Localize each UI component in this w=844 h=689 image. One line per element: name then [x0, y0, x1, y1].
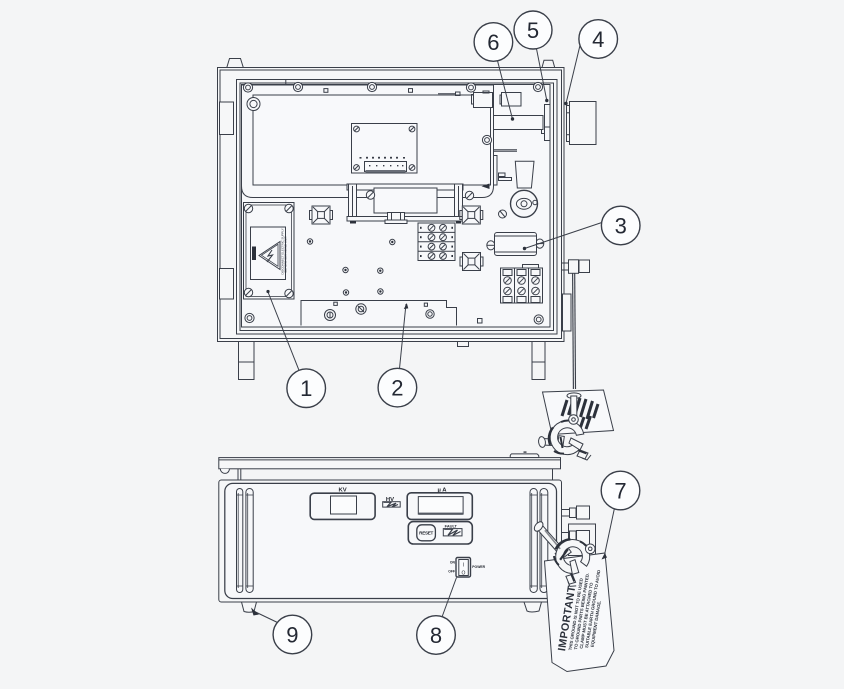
svg-text:FAULT: FAULT — [445, 524, 458, 529]
svg-text:4: 4 — [592, 27, 604, 52]
svg-text:1: 1 — [300, 376, 312, 401]
svg-text:OFF: OFF — [448, 570, 455, 574]
svg-text:6: 6 — [487, 30, 499, 55]
svg-text:DISCONNECT ELECTRIC SUPPLY: DISCONNECT ELECTRIC SUPPLY — [280, 228, 284, 274]
svg-text:RESET: RESET — [419, 531, 433, 536]
svg-text:HV: HV — [386, 497, 394, 503]
svg-text:2: 2 — [391, 376, 403, 401]
svg-text:3: 3 — [615, 214, 627, 239]
svg-text:7: 7 — [614, 479, 626, 504]
svg-text:µ A: µ A — [437, 487, 447, 493]
svg-text:8: 8 — [430, 623, 442, 648]
svg-text:ON: ON — [450, 561, 456, 565]
svg-text:BEFORE SERVICING UNIT.: BEFORE SERVICING UNIT. — [283, 236, 287, 273]
svg-text:5: 5 — [527, 18, 539, 43]
svg-text:O: O — [462, 571, 466, 577]
svg-text:POWER: POWER — [472, 565, 485, 569]
svg-text:KV: KV — [339, 487, 347, 493]
svg-text:I: I — [463, 563, 464, 569]
svg-text:9: 9 — [286, 623, 298, 648]
